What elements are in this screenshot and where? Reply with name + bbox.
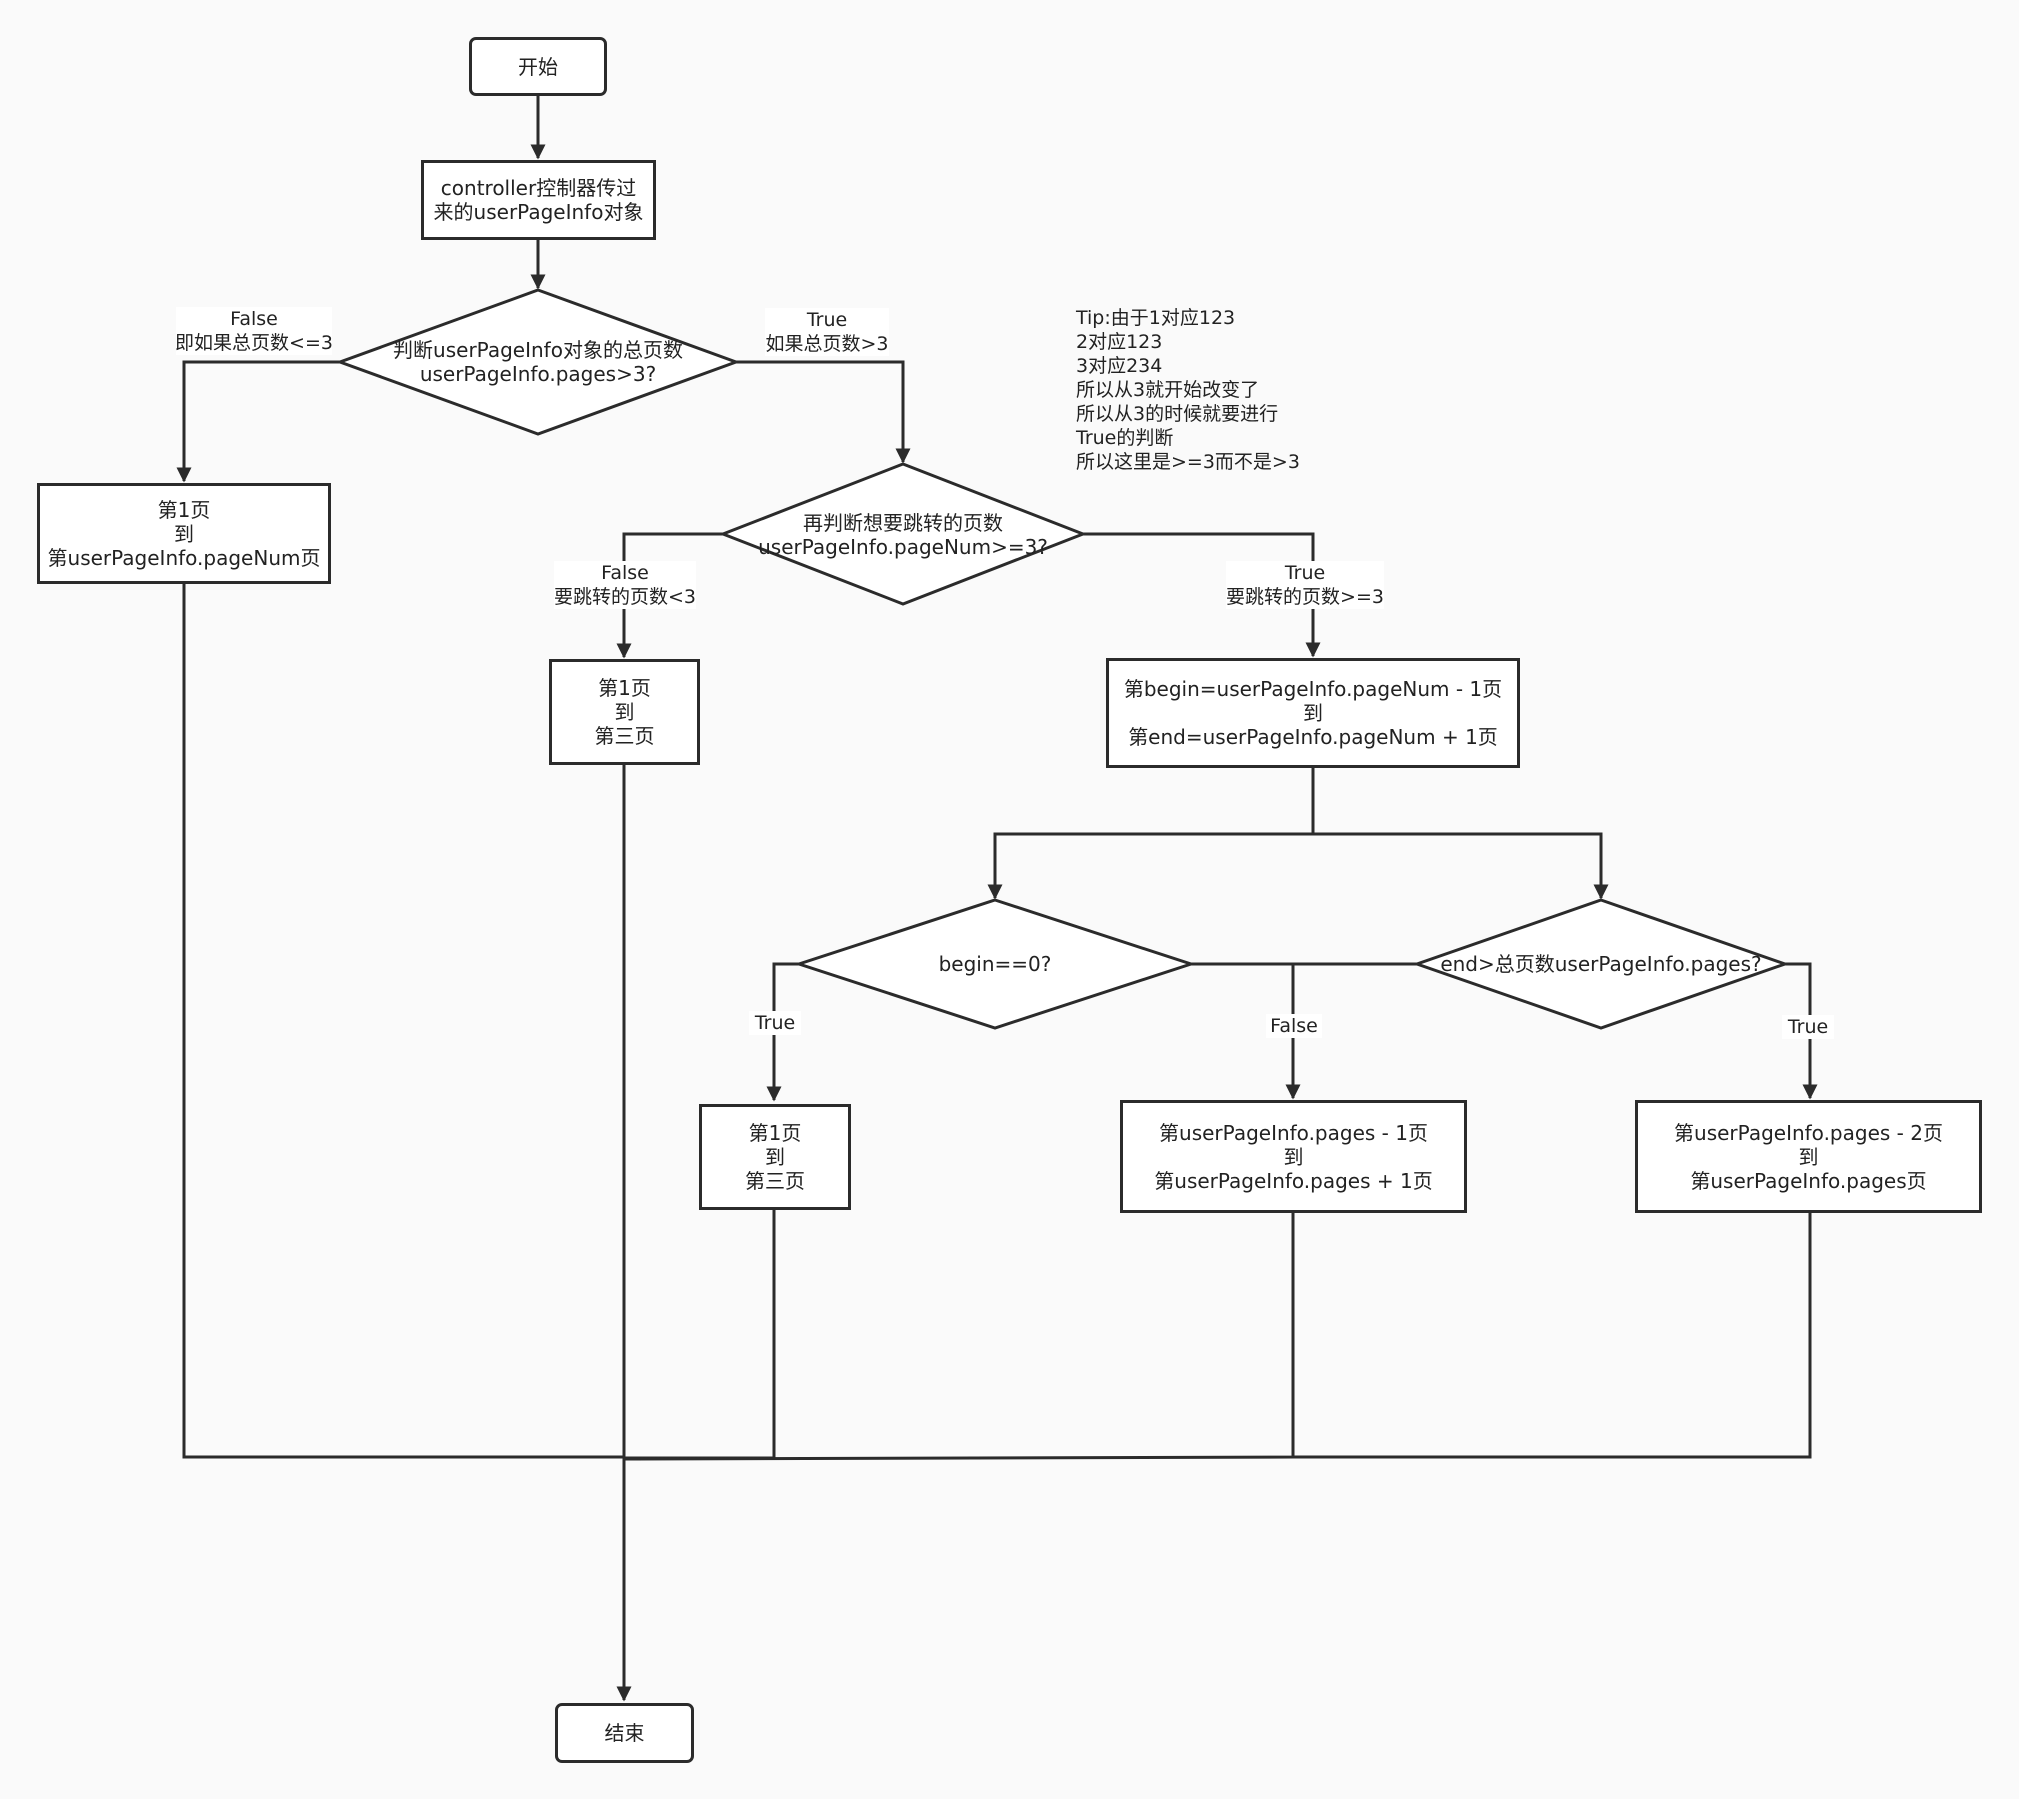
label-end-true-line-1: True <box>1787 1016 1829 1038</box>
box-end-true-line-2: 到 <box>1798 1144 1819 1169</box>
decision-begin-shape <box>794 898 1196 1030</box>
decision-pagenum-line-2: userPageInfo.pageNum>=3? <box>758 535 1048 559</box>
box-end-true-line-3: 第userPageInfo.pages页 <box>1690 1168 1927 1193</box>
tip-line-1: Tip:由于1对应123 <box>1076 307 1236 329</box>
decision-pages-shape <box>335 288 741 436</box>
label-end-false-line-1: False <box>1270 1015 1318 1037</box>
label-begin-true-line-1: True <box>754 1012 796 1034</box>
decision-end-label: end>总页数userPageInfo.pages? <box>1430 948 1772 980</box>
edge-pages-false <box>176 360 340 483</box>
edge-pages-true <box>736 360 911 464</box>
box-left-line-1: 第1页 <box>157 497 211 522</box>
decision-pagenum-shape <box>718 462 1088 606</box>
edge-begin-true <box>766 962 799 1102</box>
input-node-line-2: 来的userPageInfo对象 <box>433 200 644 224</box>
label-pagenum-true-line-2: 要跳转的页数>=3 <box>1226 586 1384 608</box>
decision-pagenum-line-1: 再判断想要跳转的页数 <box>803 511 1003 535</box>
box-end-false-line-1: 第userPageInfo.pages - 1页 <box>1159 1120 1428 1145</box>
label-end-false: False <box>1266 1014 1322 1038</box>
decision-pages-line-2: userPageInfo.pages>3? <box>419 362 657 386</box>
box-mid-node: 第1页 到 第三页 <box>549 659 700 765</box>
label-pagenum-true: True 要跳转的页数>=3 <box>1226 561 1384 609</box>
decision-end-line-1: end>总页数userPageInfo.pages? <box>1440 952 1762 976</box>
box-begin-true-line-2: 到 <box>765 1145 785 1169</box>
input-node: controller控制器传过 来的userPageInfo对象 <box>421 160 656 240</box>
box-mid-line-2: 到 <box>614 700 635 724</box>
tip-line-6: True的判断 <box>1076 427 1174 449</box>
label-pages-false-line-2: 即如果总页数<=3 <box>175 332 333 354</box>
edge-pagenum-true <box>1083 532 1321 658</box>
edge-end-false-down <box>623 1213 1295 1461</box>
box-end-false-line-3: 第userPageInfo.pages + 1页 <box>1154 1168 1433 1193</box>
box-range-line-1: 第begin=userPageInfo.pageNum - 1页 <box>1123 677 1503 701</box>
box-left-line-3: 第userPageInfo.pageNum页 <box>47 545 321 570</box>
start-node-text: 开始 <box>518 54 558 79</box>
box-begin-true-line-1: 第1页 <box>748 1121 802 1145</box>
edge-end-true <box>1785 962 1818 1100</box>
box-end-false-node: 第userPageInfo.pages - 1页 到 第userPageInfo… <box>1120 1100 1467 1213</box>
box-range-line-3: 第end=userPageInfo.pageNum + 1页 <box>1128 725 1498 749</box>
edge-range-begin <box>987 832 1313 900</box>
decision-pages-line-1: 判断userPageInfo对象的总页数 <box>393 338 683 362</box>
edge-pagenum-false <box>616 532 723 659</box>
end-node: 结束 <box>555 1703 694 1763</box>
tip-line-5: 所以从3的时候就要进行 <box>1076 403 1279 425</box>
edge-begin-box-down <box>624 1210 776 1460</box>
edge-end-true-down <box>1293 1213 1812 1459</box>
box-end-true-node: 第userPageInfo.pages - 2页 到 第userPageInfo… <box>1635 1100 1982 1213</box>
decision-pagenum-label: 再判断想要跳转的页数 userPageInfo.pageNum>=3? <box>758 510 1048 560</box>
box-left-node: 第1页 到 第userPageInfo.pageNum页 <box>37 483 331 584</box>
box-left-line-2: 到 <box>174 521 194 546</box>
label-pages-false: False 即如果总页数<=3 <box>175 307 333 355</box>
box-range-line-2: 到 <box>1303 701 1323 725</box>
input-node-line-1: controller控制器传过 <box>440 176 637 200</box>
box-mid-line-1: 第1页 <box>598 676 651 700</box>
tip-line-4: 所以从3就开始改变了 <box>1076 379 1260 401</box>
decision-begin-line-1: begin==0? <box>938 952 1052 976</box>
decision-pages-label: 判断userPageInfo对象的总页数 userPageInfo.pages>… <box>390 330 686 394</box>
label-pages-true: True 如果总页数>3 <box>765 308 889 356</box>
label-pages-true-line-2: 如果总页数>3 <box>765 333 889 355</box>
box-range-node: 第begin=userPageInfo.pageNum - 1页 到 第end=… <box>1106 658 1520 768</box>
edge-range-end <box>1313 832 1609 900</box>
box-mid-line-3: 第三页 <box>594 724 655 748</box>
tip-note: Tip:由于1对应123 2对应123 3对应234 所以从3就开始改变了 所以… <box>1076 306 1300 474</box>
box-end-true-line-1: 第userPageInfo.pages - 2页 <box>1674 1120 1943 1145</box>
label-begin-true: True <box>749 1011 801 1035</box>
label-pages-true-line-1: True <box>806 309 848 331</box>
tip-line-3: 3对应234 <box>1076 355 1163 377</box>
label-end-true: True <box>1782 1015 1834 1039</box>
label-pagenum-true-line-1: True <box>1284 562 1326 584</box>
label-pagenum-false-line-1: False <box>601 562 649 584</box>
box-begin-true-node: 第1页 到 第三页 <box>699 1104 851 1210</box>
decision-end-shape <box>1412 898 1790 1030</box>
tip-line-2: 2对应123 <box>1076 331 1163 353</box>
box-end-false-line-2: 到 <box>1283 1144 1304 1169</box>
box-begin-true-line-3: 第三页 <box>745 1169 805 1193</box>
label-pagenum-false: False 要跳转的页数<3 <box>554 561 696 609</box>
decision-begin-label: begin==0? <box>880 948 1110 980</box>
label-pages-false-line-1: False <box>230 308 278 330</box>
label-pagenum-false-line-2: 要跳转的页数<3 <box>554 586 697 608</box>
edge-left-down <box>182 584 624 1459</box>
start-node: 开始 <box>469 37 607 96</box>
end-node-text: 结束 <box>604 1721 645 1745</box>
tip-line-7: 所以这里是>=3而不是>3 <box>1076 451 1300 473</box>
